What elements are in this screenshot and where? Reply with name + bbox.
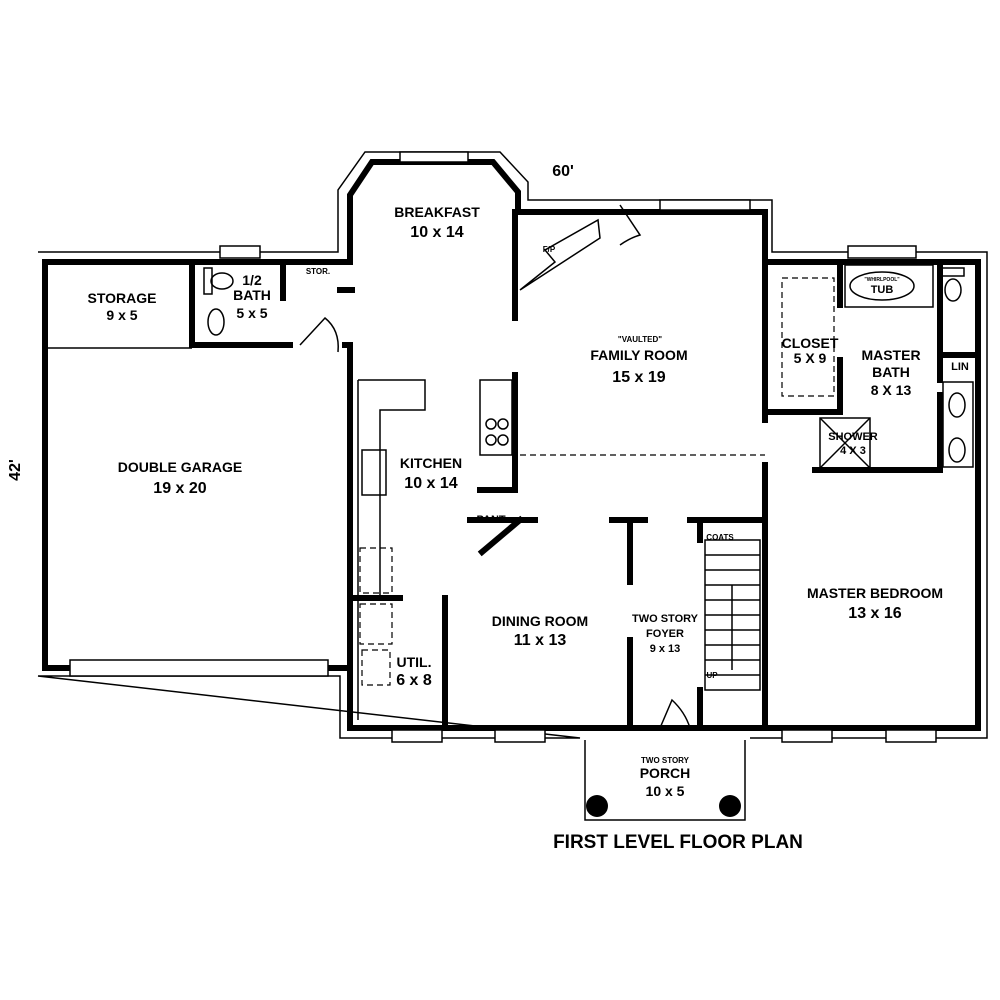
closet-label: CLOSET (782, 335, 839, 351)
shower-label: SHOWER (828, 431, 878, 443)
stairs (704, 539, 761, 691)
linen-label: LIN (951, 361, 969, 373)
master-bath-label1: MASTER (861, 347, 920, 363)
windows (69, 151, 937, 743)
family-size: 15 x 19 (612, 369, 665, 386)
storage-label: STORAGE (88, 290, 157, 306)
breakfast-size: 10 x 14 (410, 224, 463, 241)
shower-size: 4 X 3 (840, 445, 866, 457)
family-door (619, 204, 642, 246)
master-bath-size: 8 X 13 (871, 382, 912, 398)
sink (361, 449, 387, 496)
master-bedroom-label: MASTER BEDROOM (807, 585, 943, 601)
family-note: "VAULTED" (618, 335, 662, 344)
closet-shelf (781, 277, 835, 397)
stor-label: STOR. (306, 267, 330, 276)
shower (819, 417, 871, 469)
breakfast-label: BREAKFAST (394, 204, 480, 220)
bath-door (299, 316, 339, 353)
foyer-size: 9 x 13 (650, 643, 681, 655)
garage-label: DOUBLE GARAGE (118, 459, 242, 475)
closet-size: 5 X 9 (794, 350, 827, 366)
util-size: 6 x 8 (396, 672, 432, 689)
storage-size: 9 x 5 (106, 307, 137, 323)
master-bedroom-size: 13 x 16 (848, 605, 901, 622)
fireplace-label: F/P (543, 245, 556, 254)
porch-size: 10 x 5 (646, 783, 685, 799)
foyer-note: TWO STORY (632, 613, 699, 625)
kitchen-size: 10 x 14 (404, 475, 457, 492)
porch (584, 740, 746, 821)
fireplace (519, 218, 601, 291)
half-bath-size: 5 x 5 (236, 305, 267, 321)
dining-size: 11 x 13 (514, 632, 567, 649)
tub-label: TUB (871, 284, 894, 296)
kitchen-label: KITCHEN (400, 455, 462, 471)
util-label: UTIL. (397, 654, 432, 670)
porch-note: TWO STORY (641, 756, 690, 765)
dining-label: DINING ROOM (492, 613, 588, 629)
family-label: FAMILY ROOM (590, 347, 687, 363)
plan-title: FIRST LEVEL FLOOR PLAN (553, 832, 803, 853)
whirlpool-tub (844, 264, 934, 308)
tub-note: "WHIRLPOOL" (864, 277, 900, 283)
half-bath-label1: 1/2 (242, 272, 262, 288)
pantry-label: PANT. (477, 514, 508, 526)
porch-label: PORCH (640, 765, 691, 781)
depth-dimension: 42' (7, 459, 24, 481)
stairs-up-label: UP (706, 671, 718, 680)
half-bath-label2: BATH (233, 287, 271, 303)
coats-label: COATS (706, 533, 734, 542)
width-dimension: 60' (552, 163, 574, 180)
garage-door (69, 659, 329, 677)
master-bath-label2: BATH (872, 364, 910, 380)
cooktop (479, 379, 513, 456)
fixtures (45, 204, 974, 729)
foyer-label: FOYER (646, 628, 684, 640)
interior-walls (189, 209, 981, 731)
entry-door (659, 698, 691, 729)
garage-size: 19 x 20 (153, 480, 206, 497)
